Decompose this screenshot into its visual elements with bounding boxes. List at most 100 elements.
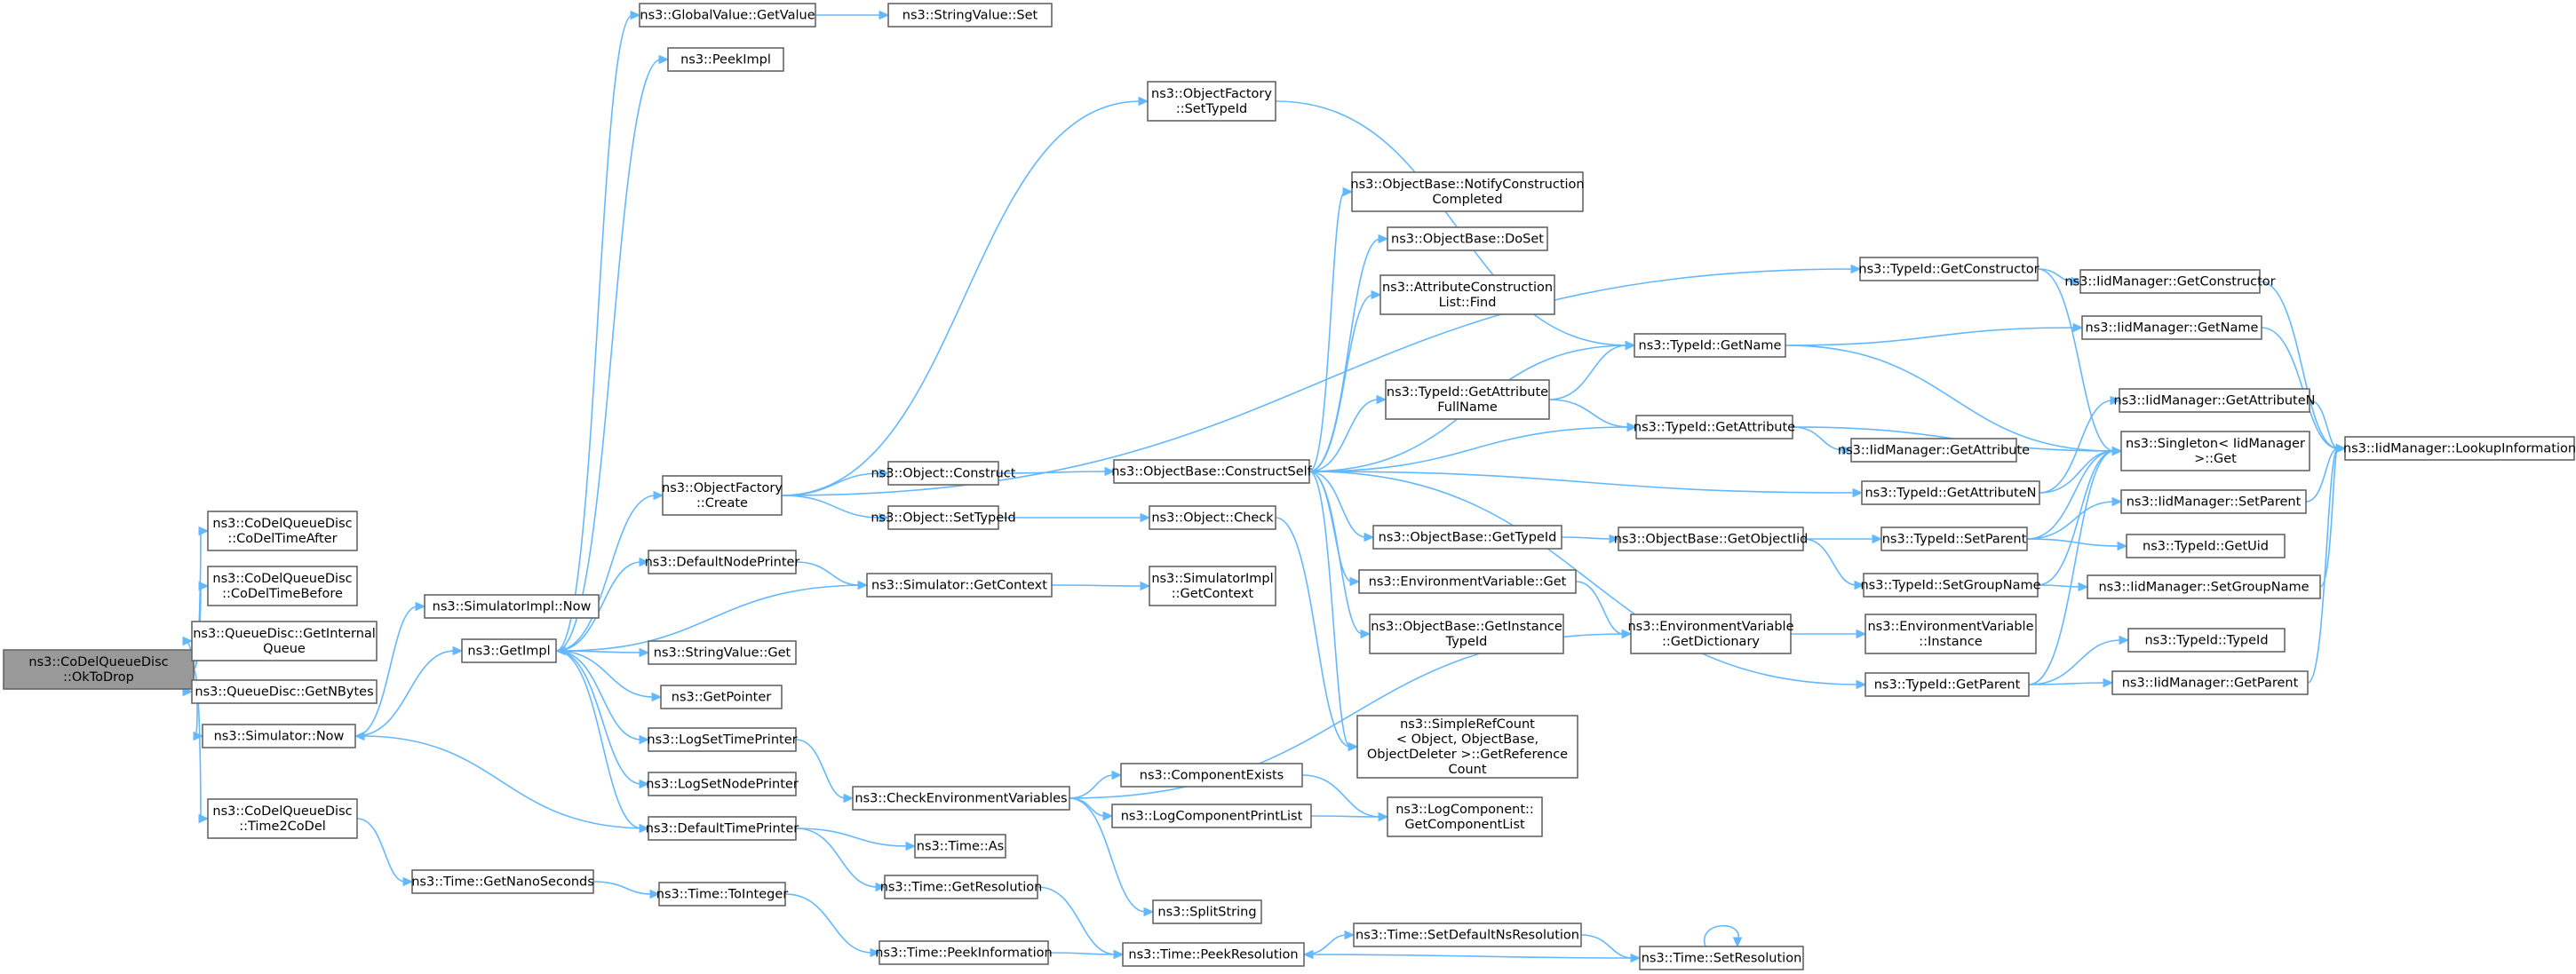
node-box-tidgetattr[interactable] (1635, 415, 1793, 439)
node-iidgetattrn[interactable]: ns3::IidManager::GetAttributeN (2113, 388, 2316, 413)
node-logsettime[interactable]: ns3::LogSetTimePrinter (647, 727, 798, 752)
node-box-envget[interactable] (1358, 569, 1577, 594)
node-box-splitstring[interactable] (1152, 899, 1262, 924)
node-box-peekimpl[interactable] (667, 47, 784, 72)
node-simgetctx[interactable]: ns3::Simulator::GetContext (866, 573, 1053, 598)
node-box-cdtafter[interactable] (207, 511, 358, 551)
node-box-ofsettypeid[interactable] (1147, 81, 1276, 122)
node-box-tidgetuid[interactable] (2126, 534, 2286, 558)
node-box-timepeekres[interactable] (1122, 942, 1305, 967)
node-tidsetparent[interactable]: ns3::TypeId::SetParent (1880, 527, 2028, 551)
node-gvgetvalue[interactable]: ns3::GlobalValue::GetValue (639, 3, 816, 28)
node-box-compexists[interactable] (1120, 763, 1303, 788)
node-box-obgetinst[interactable] (1369, 614, 1564, 654)
node-box-objsettypeid[interactable] (887, 505, 999, 530)
node-obgettypeid[interactable]: ns3::ObjectBase::GetTypeId (1372, 525, 1562, 550)
node-ofcreate[interactable]: ns3::ObjectFactory::Create (662, 475, 783, 516)
node-box-tidgetparent[interactable] (1864, 672, 2030, 697)
node-timegetres[interactable]: ns3::Time::GetResolution (880, 875, 1043, 899)
node-box-simgetctx[interactable] (866, 573, 1053, 598)
node-box-tidgetname[interactable] (1634, 333, 1786, 358)
node-box-envinstance[interactable] (1864, 614, 2037, 654)
node-box-iidsetgroup[interactable] (2087, 574, 2321, 599)
node-tidtypeid[interactable]: ns3::TypeId::TypeId (2127, 628, 2286, 653)
node-box-iidgetattr[interactable] (1850, 438, 2017, 463)
node-timesetdefres[interactable]: ns3::Time::SetDefaultNsResolution (1353, 923, 1582, 947)
node-box-obnotify[interactable] (1351, 171, 1584, 212)
node-box-timesetdefres[interactable] (1353, 923, 1582, 947)
node-box-simimplgetctx[interactable] (1149, 566, 1276, 606)
node-box-checkenv[interactable] (852, 786, 1070, 811)
node-iidsetparent[interactable]: ns3::IidManager::SetParent (2120, 489, 2307, 514)
node-svget[interactable]: ns3::StringValue::Get (648, 640, 797, 665)
node-box-simplerefcount[interactable] (1356, 715, 1578, 779)
node-iidgetattr[interactable]: ns3::IidManager::GetAttribute (1838, 438, 2030, 463)
node-box-logcompgetlist[interactable] (1387, 796, 1543, 837)
node-box-iidgetparent[interactable] (2111, 670, 2309, 695)
node-simnow[interactable]: ns3::Simulator::Now (202, 724, 356, 748)
node-envget[interactable]: ns3::EnvironmentVariable::Get (1358, 569, 1577, 594)
node-box-simimplnow[interactable] (424, 594, 600, 619)
node-box-defnodeprinter[interactable] (648, 550, 797, 574)
node-box-iidlookup[interactable] (2344, 436, 2575, 461)
node-logsetnode[interactable]: ns3::LogSetNodePrinter (646, 772, 799, 796)
node-box-getnbytes[interactable] (191, 679, 378, 704)
node-objsettypeid[interactable]: ns3::Object::SetTypeId (871, 505, 1016, 530)
node-simimplnow[interactable]: ns3::SimulatorImpl::Now (424, 594, 600, 619)
node-box-oktodrop[interactable] (3, 649, 195, 690)
node-box-iidgetname[interactable] (2081, 315, 2262, 340)
node-box-getnanos[interactable] (411, 869, 594, 894)
node-box-iidgetattrn[interactable] (2119, 388, 2310, 413)
node-getpointer[interactable]: ns3::GetPointer (660, 685, 783, 709)
node-box-deftimeprinter[interactable] (648, 816, 797, 841)
node-box-simnow[interactable] (202, 724, 356, 748)
node-box-tidgetctor[interactable] (1859, 257, 2039, 281)
node-iidgetctor[interactable]: ns3::IidManager::GetConstructor (2064, 269, 2276, 294)
node-getimpl[interactable]: ns3::GetImpl (461, 638, 557, 663)
node-splitstring[interactable]: ns3::SplitString (1152, 899, 1262, 924)
node-box-iidsetparent[interactable] (2120, 489, 2307, 514)
node-logcompgetlist[interactable]: ns3::LogComponent::GetComponentList (1387, 796, 1543, 837)
node-tidgetname[interactable]: ns3::TypeId::GetName (1634, 333, 1786, 358)
node-box-timesetres[interactable] (1639, 946, 1804, 970)
node-box-timetoint[interactable] (658, 882, 786, 907)
node-timesetres[interactable]: ns3::Time::SetResolution (1639, 946, 1804, 970)
node-tidsetgroup[interactable]: ns3::TypeId::SetGroupName (1860, 573, 2041, 598)
node-tidgetuid[interactable]: ns3::TypeId::GetUid (2126, 534, 2286, 558)
node-tidgetattr[interactable]: ns3::TypeId::GetAttribute (1634, 415, 1795, 439)
node-cdtbefore[interactable]: ns3::CoDelQueueDisc::CoDelTimeBefore (207, 566, 358, 606)
node-obdoset[interactable]: ns3::ObjectBase::DoSet (1387, 226, 1548, 251)
node-box-timeas[interactable] (914, 834, 1006, 859)
node-box-logcompprint[interactable] (1111, 804, 1312, 828)
node-iidgetparent[interactable]: ns3::IidManager::GetParent (2111, 670, 2309, 695)
node-getnanos[interactable]: ns3::Time::GetNanoSeconds (411, 869, 594, 894)
node-obconstructself[interactable]: ns3::ObjectBase::ConstructSelf (1111, 459, 1313, 484)
node-defnodeprinter[interactable]: ns3::DefaultNodePrinter (645, 550, 800, 574)
node-objconstruct[interactable]: ns3::Object::Construct (871, 461, 1016, 486)
node-box-tidsetgroup[interactable] (1863, 573, 2039, 598)
node-iidgetname[interactable]: ns3::IidManager::GetName (2081, 315, 2262, 340)
node-tidgetctor[interactable]: ns3::TypeId::GetConstructor (1858, 257, 2039, 281)
node-envgetdict[interactable]: ns3::EnvironmentVariable::GetDictionary (1627, 614, 1794, 654)
node-box-obdoset[interactable] (1387, 226, 1548, 251)
node-simimplgetctx[interactable]: ns3::SimulatorImpl::GetContext (1149, 566, 1276, 606)
node-svset[interactable]: ns3::StringValue::Set (887, 3, 1053, 28)
node-box-tidtypeid[interactable] (2127, 628, 2286, 653)
node-tidgetparent[interactable]: ns3::TypeId::GetParent (1864, 672, 2030, 697)
node-box-time2codel[interactable] (207, 798, 358, 839)
node-box-ofcreate[interactable] (662, 475, 783, 516)
node-box-tidgetattrn[interactable] (1861, 480, 2040, 505)
node-logcompprint[interactable]: ns3::LogComponentPrintList (1111, 804, 1312, 828)
node-singletonget[interactable]: ns3::Singleton< IidManager>::Get (2120, 431, 2310, 471)
node-box-svset[interactable] (887, 3, 1053, 28)
node-box-svget[interactable] (648, 640, 797, 665)
node-objcheck[interactable]: ns3::Object::Check (1149, 505, 1276, 530)
node-getnbytes[interactable]: ns3::QueueDisc::GetNBytes (191, 679, 378, 704)
node-compexists[interactable]: ns3::ComponentExists (1120, 763, 1303, 788)
node-box-singletonget[interactable] (2120, 431, 2310, 471)
node-box-cdtbefore[interactable] (207, 566, 358, 606)
